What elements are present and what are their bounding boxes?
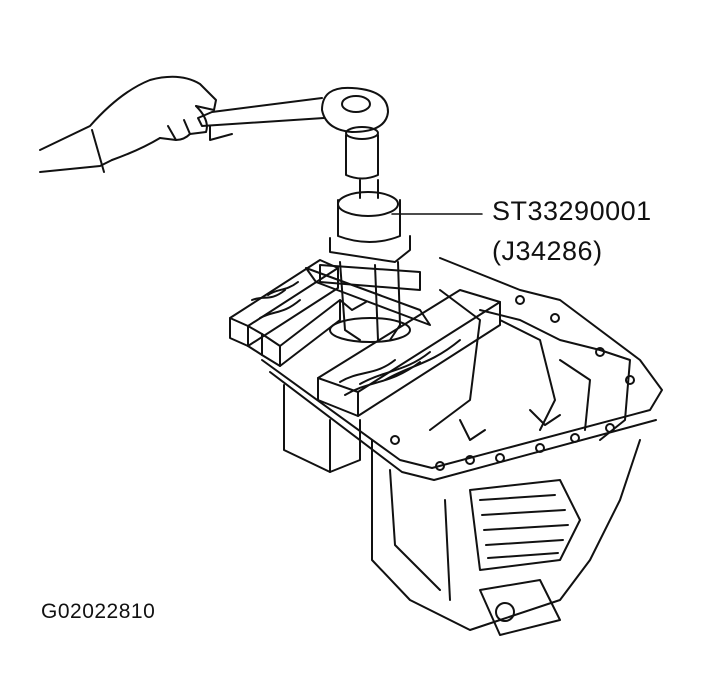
tool-code-label: ST33290001: [492, 196, 652, 226]
case-flange: [261, 257, 663, 481]
hand: [39, 75, 217, 173]
figure-id-label: G02022810: [41, 600, 156, 623]
puller-tool: [305, 179, 431, 343]
ratchet-wrench: [197, 86, 389, 180]
tool-alt-code-label: (J34286): [492, 236, 603, 266]
support-block-left: [283, 384, 361, 473]
case-opening: [429, 289, 556, 431]
wood-block-left: [229, 259, 341, 367]
wood-block-front: [317, 289, 501, 417]
